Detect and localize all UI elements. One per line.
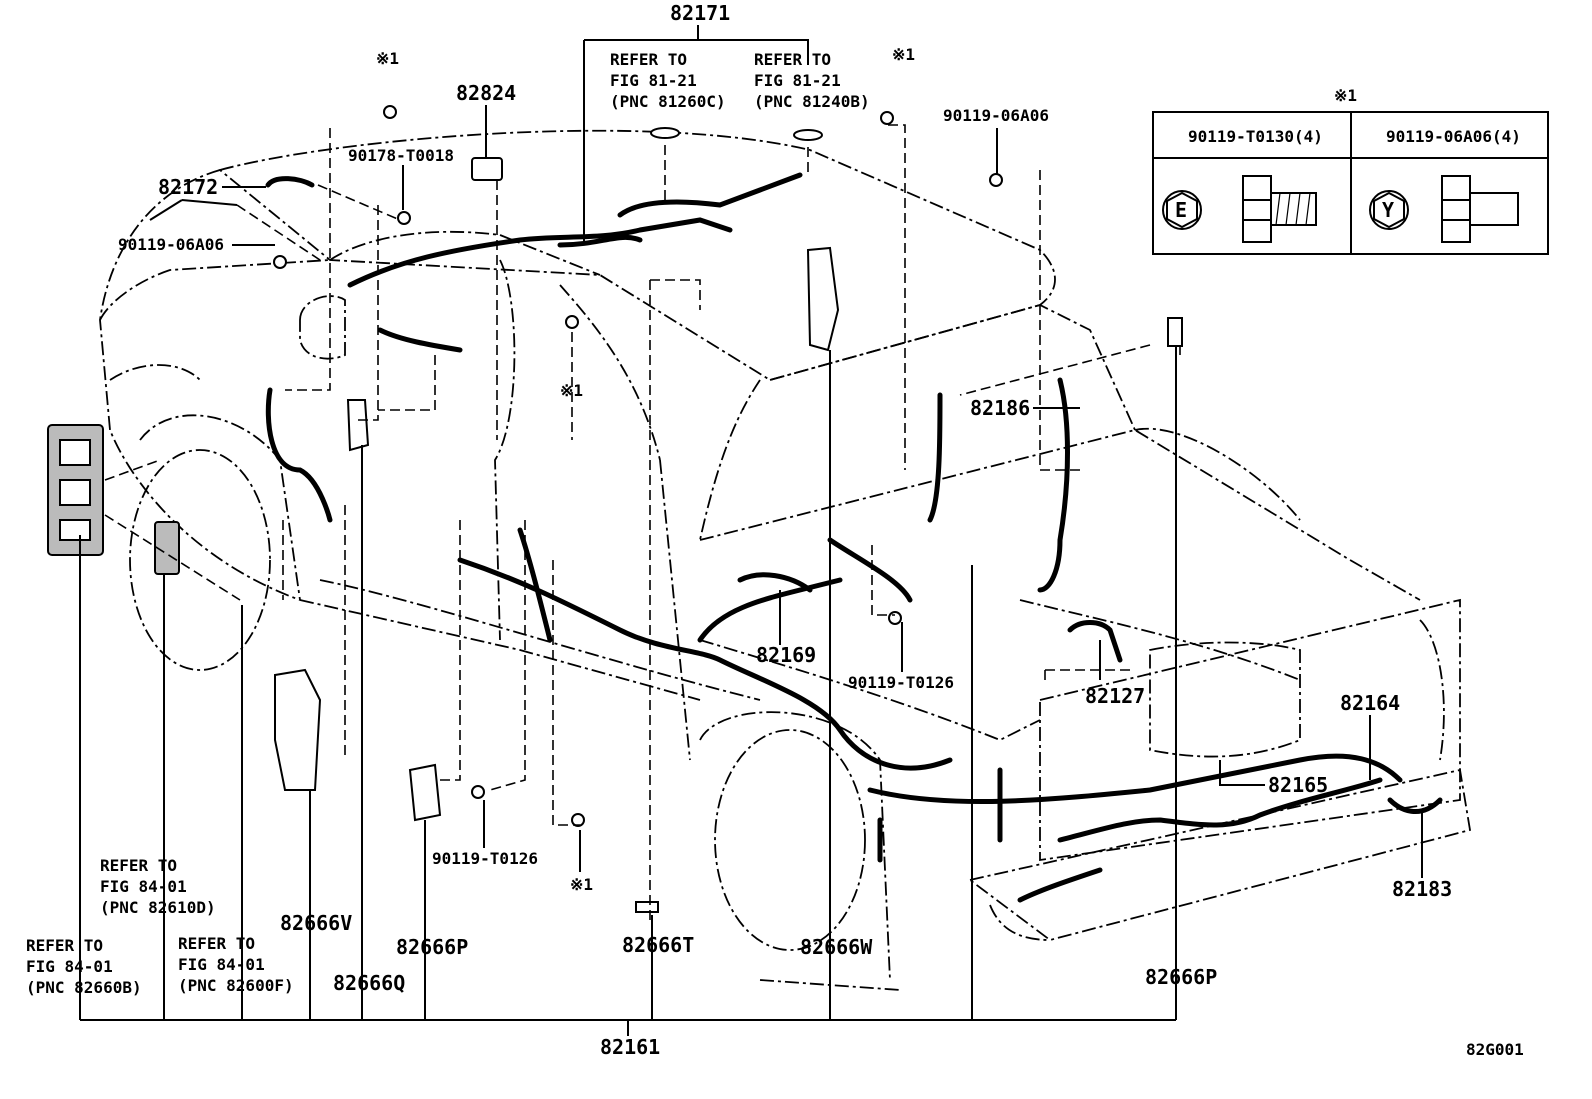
label-refer-f-1: REFER TO [178,934,255,953]
label-82666t: 82666T [622,933,694,957]
bolt-icon-group [273,105,1003,827]
label-82186: 82186 [970,396,1030,420]
text-labels: 82171 REFER TO FIG 81-21 (PNC 81260C) RE… [26,1,1524,1059]
parts [47,105,1183,913]
legend-col2-symbol: Y [1382,198,1394,222]
legend-col1-header: 90119-T0130(4) [1188,127,1323,146]
label-82666p-right: 82666P [1145,965,1217,989]
fastener-legend-table [1152,111,1549,255]
label-82666w: 82666W [800,935,873,959]
label-refer-d-3: (PNC 82610D) [100,898,216,917]
label-refer-d-1: REFER TO [100,856,177,875]
label-mark-1b: ※1 [892,45,915,64]
dashed-leaders [104,124,1181,920]
harness-routing [265,172,1443,903]
label-82172: 82172 [158,175,218,199]
label-82183: 82183 [1392,877,1452,901]
label-82824: 82824 [456,81,516,105]
label-82171: 82171 [670,1,730,25]
label-90178: 90178-T0018 [348,146,454,165]
label-refer-b2-2: FIG 84-01 [26,957,113,976]
label-refer-f-2: FIG 84-01 [178,955,265,974]
roof-connector-b [793,129,823,141]
label-mark-1c: ※1 [560,381,583,400]
clamp-82666p-right [1167,317,1183,347]
label-82666q: 82666Q [333,971,405,995]
label-refer-b-2: FIG 81-21 [754,71,841,90]
label-refer-f-3: (PNC 82600F) [178,976,294,995]
label-refer-b2-1: REFER TO [26,936,103,955]
label-refer-b-1: REFER TO [754,50,831,69]
connector-82824 [471,157,503,181]
label-90119-06a06-left: 90119-06A06 [118,235,224,254]
clip-82666t [635,901,659,913]
module-82610d [154,521,180,575]
nut-e-icon [1162,175,1317,243]
label-legend-mark: ※1 [1334,86,1357,105]
label-82161: 82161 [600,1035,660,1059]
label-refer-b-3: (PNC 81240B) [754,92,870,111]
label-refer-d-2: FIG 84-01 [100,877,187,896]
label-90119-t0126-right: 90119-T0126 [848,673,954,692]
label-82169: 82169 [756,643,816,667]
label-figure-code: 82G001 [1466,1040,1524,1059]
nut-y-icon [1369,175,1519,243]
bracket-82666q [346,399,370,452]
roof-connector-c [650,127,680,139]
bracket-82666w [806,246,840,352]
label-90119-06a06-right: 90119-06A06 [943,106,1049,125]
label-mark-1d: ※1 [570,875,593,894]
clamp-82666p-left [408,763,442,822]
label-82666v: 82666V [280,911,352,935]
label-82127: 82127 [1085,684,1145,708]
label-82164: 82164 [1340,691,1400,715]
label-mark-1a: ※1 [376,49,399,68]
label-refer-b2-3: (PNC 82660B) [26,978,142,997]
leader-lines [79,25,1423,1036]
legend-col1-symbol: E [1175,198,1187,222]
vehicle-body-outline [99,129,1472,991]
label-82666p-left: 82666P [396,935,468,959]
legend-col2-header: 90119-06A06(4) [1386,127,1521,146]
label-refer-c-3: (PNC 81260C) [610,92,726,111]
label-refer-c-1: REFER TO [610,50,687,69]
label-90119-t0126-left: 90119-T0126 [432,849,538,868]
label-refer-c-2: FIG 81-21 [610,71,697,90]
label-82165: 82165 [1268,773,1328,797]
bracket-82666v [274,668,322,791]
